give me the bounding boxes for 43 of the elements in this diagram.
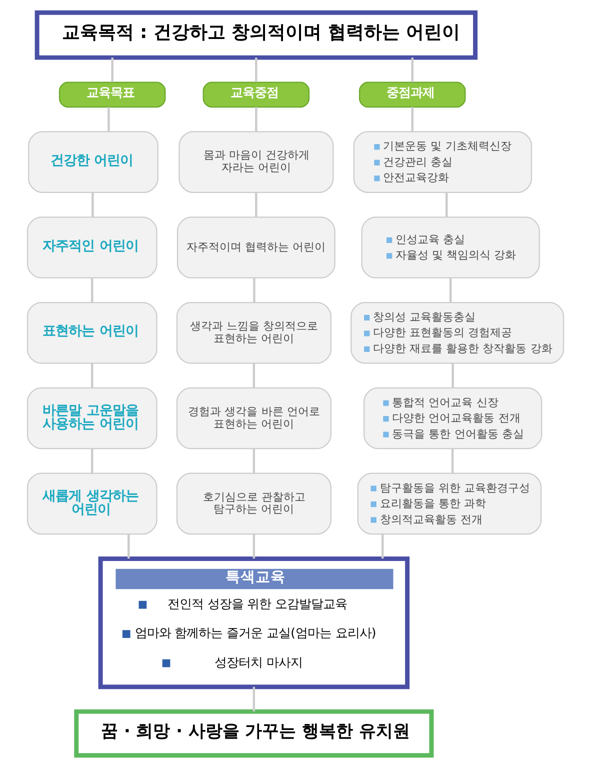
connector <box>252 363 255 388</box>
node-box: 교육목적 : 건강하고 창의적이며 협력하는 어린이 <box>34 10 478 60</box>
connector <box>450 448 454 474</box>
node-box: 바른말 고운말을 사용하는 어린이 <box>26 387 157 450</box>
connector <box>445 192 448 217</box>
connector <box>90 448 93 474</box>
connector <box>252 686 255 712</box>
connector <box>448 278 452 302</box>
connector <box>380 534 384 559</box>
connector <box>110 58 113 82</box>
node-box: 특색교육 전인적 성장을 위한 오감발달교육 엄마와 함께하는 즐거운 교실(엄마는 요리사) 성장터치 마사지 <box>98 556 410 690</box>
node-box: 꿈 · 희망 · 사랑을 가꾸는 행복한 유치원 <box>74 709 434 758</box>
connector <box>252 278 255 302</box>
connector <box>91 192 94 217</box>
node-box: 경험과 생각을 바른 언어로 표현하는 어린이 <box>176 387 331 450</box>
node-box: 건강한 어린이 <box>28 131 158 193</box>
node-box: 교육중점 <box>202 82 310 108</box>
node-box: 통합적 언어교육 신장 다양한 언어교육활동 전개 동극을 통한 언어활동 충실 <box>362 387 542 450</box>
node-box: 표현하는 어린이 <box>26 302 157 364</box>
node-box: 자주적인 어린이 <box>26 216 157 278</box>
connector <box>254 107 257 132</box>
connector <box>90 278 93 302</box>
connector <box>254 192 257 217</box>
node-box: 몸과 마음이 건강하게 자라는 어린이 <box>178 131 334 193</box>
node-box: 창의성 교육활동충실 다양한 표현활동의 경험제공 다양한 재료를 활용한 창작활동 강화 <box>350 302 564 364</box>
node-box: 기본운동 및 기초체력신장 건강관리 충실 안전교육강화 <box>352 131 532 193</box>
connector <box>410 58 413 82</box>
connector <box>107 107 110 132</box>
connector <box>451 363 454 388</box>
node-box: 인성교육 충실 자율성 및 책임의식 강화 <box>360 216 540 278</box>
connector <box>410 107 413 132</box>
node-box: 생각과 느낌을 창의적으로 표현하는 어린이 <box>176 302 331 364</box>
node-box: 교육목표 <box>58 82 166 108</box>
connector <box>252 448 255 474</box>
node-box: 호기심으로 관찰하고 탐구하는 어린이 <box>176 472 331 535</box>
connector <box>127 534 130 559</box>
node-box: 탐구활동을 위한 교육환경구성 요리활동을 통한 과학 창의적교육활동 전개 <box>356 472 542 535</box>
node-box: 자주적이며 협력하는 어린이 <box>176 216 335 278</box>
connector <box>90 363 93 388</box>
connector <box>254 58 257 82</box>
node-box: 새롭게 생각하는 어린이 <box>26 472 157 535</box>
connector <box>252 534 255 559</box>
node-box: 중점과제 <box>358 82 466 108</box>
